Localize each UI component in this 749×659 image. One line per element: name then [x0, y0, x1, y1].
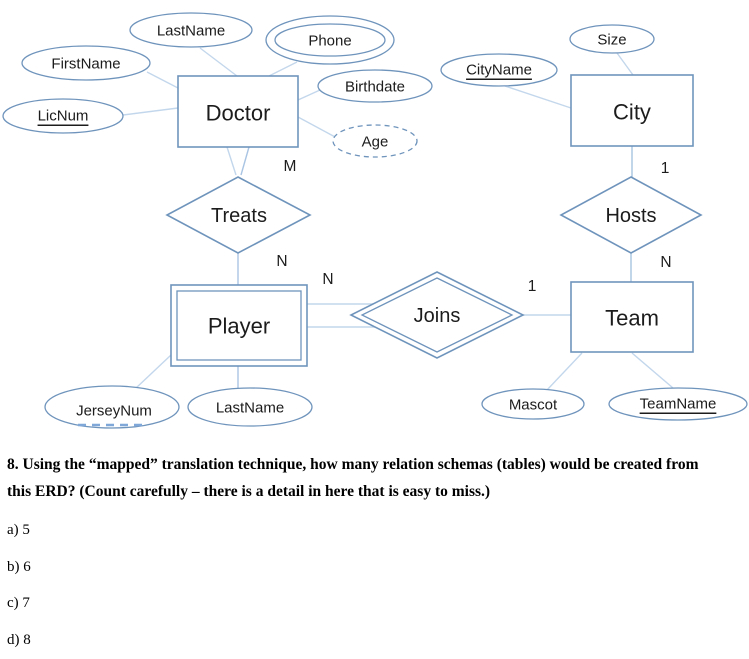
edge-lastname-doctor: [199, 47, 238, 77]
edges: [122, 47, 674, 391]
attribute-firstname-ellipse: [21, 45, 151, 81]
edge-team-teamname: [631, 352, 674, 389]
entity-team-box: [570, 281, 694, 353]
edge-team-mascot: [546, 352, 583, 391]
answer-option-d: d) 8: [7, 632, 31, 648]
attribute-age-ellipse: [332, 124, 418, 158]
question-text: 8. Using the “mapped” translation techni…: [7, 452, 745, 505]
attribute-lastname-doctor-label: LastName: [157, 23, 225, 40]
edge-size-city: [616, 52, 634, 76]
edge-firstname-doctor: [146, 71, 179, 89]
attribute-size-label: Size: [597, 32, 626, 49]
entity-city-label: City: [613, 100, 651, 125]
edge-licnum-doctor: [122, 107, 179, 116]
attribute-cityname-ellipse: [440, 53, 558, 87]
attribute-phone-ellipse-inner: [274, 23, 386, 57]
erd-diagram: Doctor City Player Team Treats Hosts Joi…: [2, 12, 748, 429]
cardinality-joins-player: N: [322, 271, 333, 288]
cardinality-treats-doctor: M: [284, 158, 297, 175]
attribute-age-label: Age: [362, 134, 389, 151]
attribute-licnum-ellipse: [2, 98, 124, 134]
edge-doctor-age: [297, 116, 338, 139]
attribute-lastname-player-label: LastName: [216, 400, 284, 417]
entity-player-box-inner: [176, 290, 302, 361]
attribute-jerseynum-label: JerseyNum: [76, 403, 152, 420]
entity-doctor-box: [177, 75, 299, 148]
attribute-phone-label: Phone: [308, 33, 351, 50]
question-line-2: this ERD? (Count carefully – there is a …: [7, 482, 491, 500]
relationship-treats-label: Treats: [211, 205, 267, 227]
attribute-firstname-label: FirstName: [51, 56, 120, 73]
relationship-joins-label: Joins: [414, 305, 461, 327]
attribute-birthdate-label: Birthdate: [345, 79, 405, 96]
cardinality-hosts-team: N: [660, 254, 671, 271]
question-line-1: 8. Using the “mapped” translation techni…: [7, 456, 699, 473]
cardinality-treats-player: N: [276, 253, 287, 270]
relationship-joins-diamond-inner: [360, 277, 514, 353]
attribute-teamname-ellipse: [608, 387, 748, 421]
attribute-mascot-ellipse: [481, 388, 585, 420]
edge-phone-doctor: [266, 61, 298, 78]
edge-player-jerseynum: [134, 354, 172, 390]
edge-doctor-treats-line1: [226, 146, 237, 176]
entity-doctor-label: Doctor: [206, 101, 271, 126]
attribute-mascot-label: Mascot: [509, 397, 558, 414]
attribute-jerseynum-ellipse: [44, 385, 180, 429]
relationship-treats-diamond: [165, 176, 312, 254]
relationship-hosts-diamond: [559, 176, 703, 254]
edge-doctor-birthdate: [297, 89, 321, 101]
answer-option-b: b) 6: [7, 559, 31, 575]
attribute-cityname-label: CityName: [466, 62, 532, 79]
attribute-birthdate-ellipse: [317, 69, 433, 103]
attribute-size-ellipse: [569, 24, 655, 54]
attribute-teamname-label: TeamName: [640, 396, 717, 413]
edge-doctor-treats-line2: [240, 146, 250, 176]
entity-player-label: Player: [208, 314, 270, 339]
entity-team-label: Team: [605, 306, 659, 331]
attribute-lastname-player-ellipse: [187, 387, 313, 427]
cardinality-hosts-city: 1: [661, 160, 670, 177]
entity-city-box: [570, 74, 694, 147]
answer-option-c: c) 7: [7, 595, 30, 611]
attribute-lastname-doctor-ellipse: [129, 12, 253, 48]
answer-option-a: a) 5: [7, 522, 30, 538]
relationship-hosts-label: Hosts: [605, 205, 656, 227]
edge-cityname-city: [504, 85, 572, 109]
attribute-licnum-label: LicNum: [38, 108, 89, 125]
cardinality-joins-team: 1: [528, 278, 537, 295]
